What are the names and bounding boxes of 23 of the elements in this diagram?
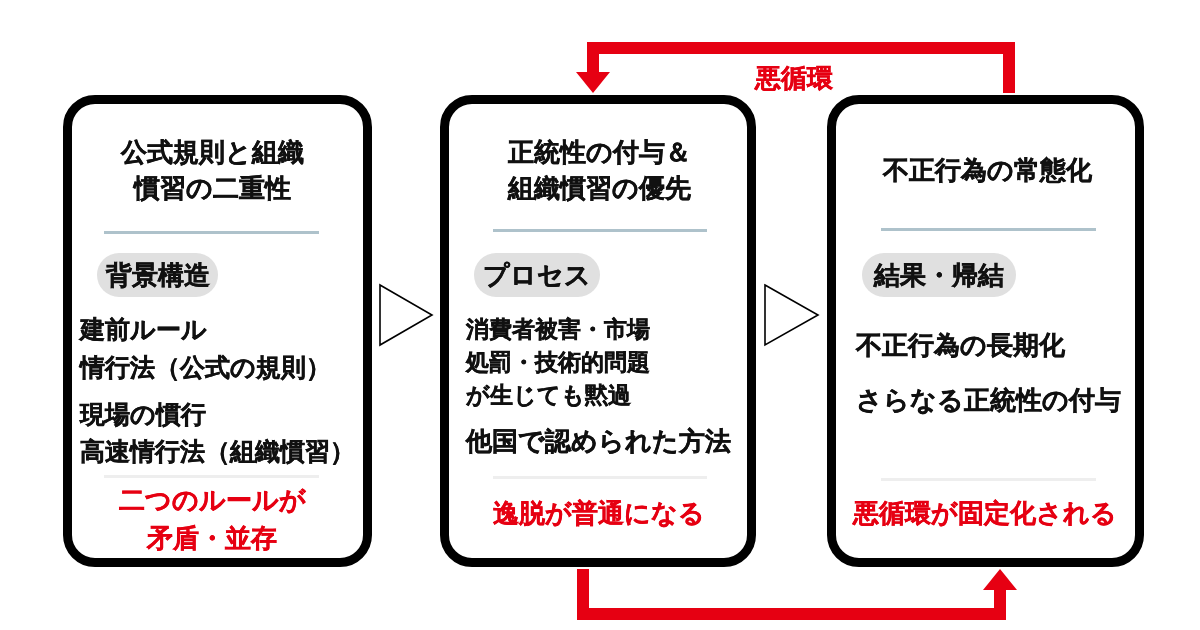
stage-card — [63, 95, 372, 567]
card-heading: 正統性の付与＆組織慣習の優先 — [506, 136, 692, 205]
card-heading: 公式規則と組織慣習の二重性 — [119, 136, 305, 205]
body-text: 高速情行法（組織慣習） — [80, 436, 355, 468]
card-heading: 不正行為の常態化 — [882, 154, 1092, 187]
body-text: さらなる正統性の付与 — [856, 384, 1121, 417]
category-tag: 背景構造 — [97, 253, 218, 297]
body-text: 現場の慣行 — [80, 399, 206, 431]
body-text: 消費者被害・市場処罰・技術的問題が生じても黙過 — [466, 315, 651, 410]
category-tag: 結果・帰結 — [862, 253, 1016, 297]
conclusion-text: 二つのルールが矛盾・並存 — [117, 484, 307, 555]
stage-card — [440, 95, 756, 567]
body-text: 建前ルール — [80, 314, 207, 346]
body-text: 情行法（公式の規則） — [80, 352, 331, 384]
stage-card — [827, 95, 1144, 567]
arrow — [764, 284, 819, 346]
category-tag: プロセス — [474, 253, 600, 297]
body-text: 他国で認められた方法 — [466, 425, 731, 458]
edge-label: 悪循環 — [751, 63, 837, 93]
conclusion-text: 悪循環が固定化される — [853, 497, 1117, 530]
body-text: 不正行為の長期化 — [856, 329, 1065, 362]
conclusion-text: 逸脱が普通になる — [493, 497, 705, 530]
arrow — [379, 284, 433, 346]
